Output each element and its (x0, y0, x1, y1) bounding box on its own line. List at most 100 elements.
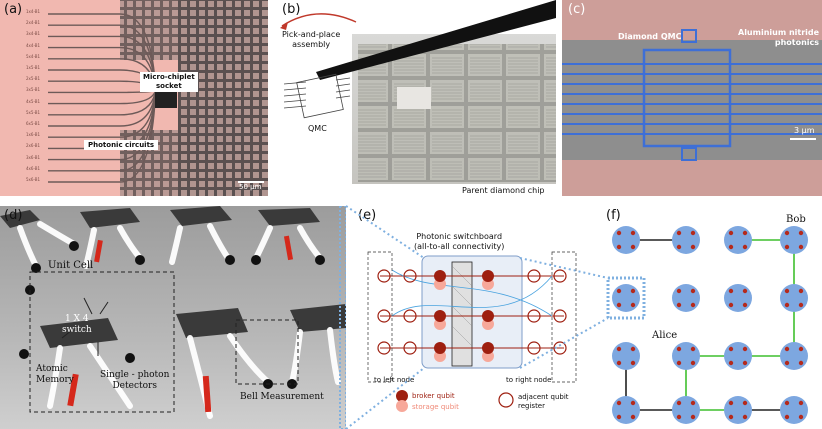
node-qubit-dot (676, 244, 682, 250)
network-node (672, 396, 700, 424)
node-qubit-dot (742, 400, 748, 406)
node-qubit-dot (630, 400, 636, 406)
bell-measurement-label: Bell Measurement (240, 392, 324, 402)
waveguide (48, 69, 156, 89)
panel-f: (f) Bob Alice (598, 206, 822, 429)
switch-line2: switch (62, 325, 92, 335)
aln-line2: photonics (774, 38, 820, 47)
adjacent-qubit (403, 309, 417, 323)
spd-line2: Detectors (112, 381, 157, 391)
node-qubit-dot (728, 302, 734, 308)
node-qubit-dot (798, 244, 804, 250)
panel-a-micrograph (48, 0, 268, 196)
adjacent-qubit (403, 269, 417, 283)
node-qubit-dot (798, 230, 804, 236)
channel-label: 1x5-B1 (26, 65, 41, 70)
node-qubit-dot (676, 400, 682, 406)
aln-line1: Aluminium nitride (738, 28, 820, 37)
node-qubit-dot (798, 346, 804, 352)
node-qubit-dot (690, 244, 696, 250)
waveguide (48, 98, 156, 161)
network-node (724, 226, 752, 254)
node-qubit-dot (630, 244, 636, 250)
broker-qubit (482, 342, 494, 354)
node-qubit-dot (690, 414, 696, 420)
broker-qubit-label: broker qubit (412, 392, 455, 400)
node-qubit-dot (676, 360, 682, 366)
atomic-memory-label: Atomic Memory (36, 364, 74, 386)
network-node (780, 284, 808, 312)
channel-label: 5x5-B1 (26, 109, 41, 115)
node-qubit-dot (784, 400, 790, 406)
alice-label: Alice (652, 330, 678, 341)
node-qubit-dot (784, 360, 790, 366)
broker-qubit (482, 310, 494, 322)
waveguide (48, 93, 156, 116)
broker-qubit (434, 310, 446, 322)
node-qubit-dot (616, 346, 622, 352)
network-node (780, 396, 808, 424)
node-qubit-dot (690, 230, 696, 236)
node-qubit-dot (630, 230, 636, 236)
channel-label: 3x5-B1 (26, 87, 41, 93)
node-qubit-dot (784, 414, 790, 420)
panel-c-label: (c) (568, 2, 586, 17)
node-qubit-dot (728, 230, 734, 236)
switchboard-line1: Photonic switchboard (416, 232, 503, 241)
node-qubit-dot (798, 414, 804, 420)
panel-d: (d) Unit Cell 1 X 4 switch Atomic Memory… (0, 206, 346, 429)
panel-e-schematic (367, 251, 577, 412)
adjacent-qubit (377, 341, 391, 355)
channel-label: 3x4-B1 (26, 31, 41, 37)
pick-and-place-line2: assembly (292, 40, 331, 49)
node-qubit-dot (690, 400, 696, 406)
node-qubit-dot (676, 288, 682, 294)
node-qubit-dot (630, 346, 636, 352)
node-qubit-dot (784, 288, 790, 294)
node-qubit-dot (630, 414, 636, 420)
spd-line1: Single - photon (100, 370, 170, 380)
panel-a-label: (a) (4, 2, 23, 17)
node-qubit-dot (630, 360, 636, 366)
node-qubit-dot (616, 414, 622, 420)
waveguide (48, 46, 156, 86)
node-qubit-dot (742, 360, 748, 366)
node-qubit-dot (742, 414, 748, 420)
bob-label: Bob (786, 214, 806, 225)
node-qubit-dot (676, 230, 682, 236)
node-qubit-dot (784, 244, 790, 250)
network-node (780, 342, 808, 370)
adjacent-qubit (403, 341, 417, 355)
network-node (612, 284, 640, 312)
node-qubit-dot (728, 288, 734, 294)
waveguide (48, 94, 156, 127)
node-qubit-dot (742, 302, 748, 308)
waveguide (48, 35, 156, 85)
node-qubit-dot (798, 400, 804, 406)
socket-label-line1: Micro-chiplet (143, 73, 195, 81)
panel-f-network (606, 226, 808, 424)
node-qubit-dot (784, 346, 790, 352)
atomic-line2: Memory (36, 375, 74, 385)
channel-label: 2x6-B1 (26, 143, 41, 149)
channel-label: 5x4-B1 (26, 53, 41, 59)
node-qubit-dot (690, 288, 696, 294)
adjacent-qubit (377, 309, 391, 323)
right-node-label: to right node (506, 376, 552, 384)
panel-d-render (0, 206, 346, 429)
panel-b-photo (280, 0, 556, 184)
node-qubit-dot (728, 360, 734, 366)
photonic-circuits-label: Photonic circuits (84, 140, 159, 150)
atomic-line1: Atomic (36, 364, 68, 374)
broker-qubit (434, 270, 446, 282)
channel-label: 3x6-B1 (26, 154, 41, 160)
adjacent-line1: adjacent qubit (518, 393, 569, 401)
panel-e: (e) Photonic switchboard (all-to-all con… (352, 206, 592, 429)
node-qubit-dot (676, 346, 682, 352)
storage-qubit-label: storage qubit (412, 403, 459, 411)
network-node (780, 226, 808, 254)
network-node (612, 396, 640, 424)
node-qubit-dot (798, 360, 804, 366)
network-node (724, 284, 752, 312)
